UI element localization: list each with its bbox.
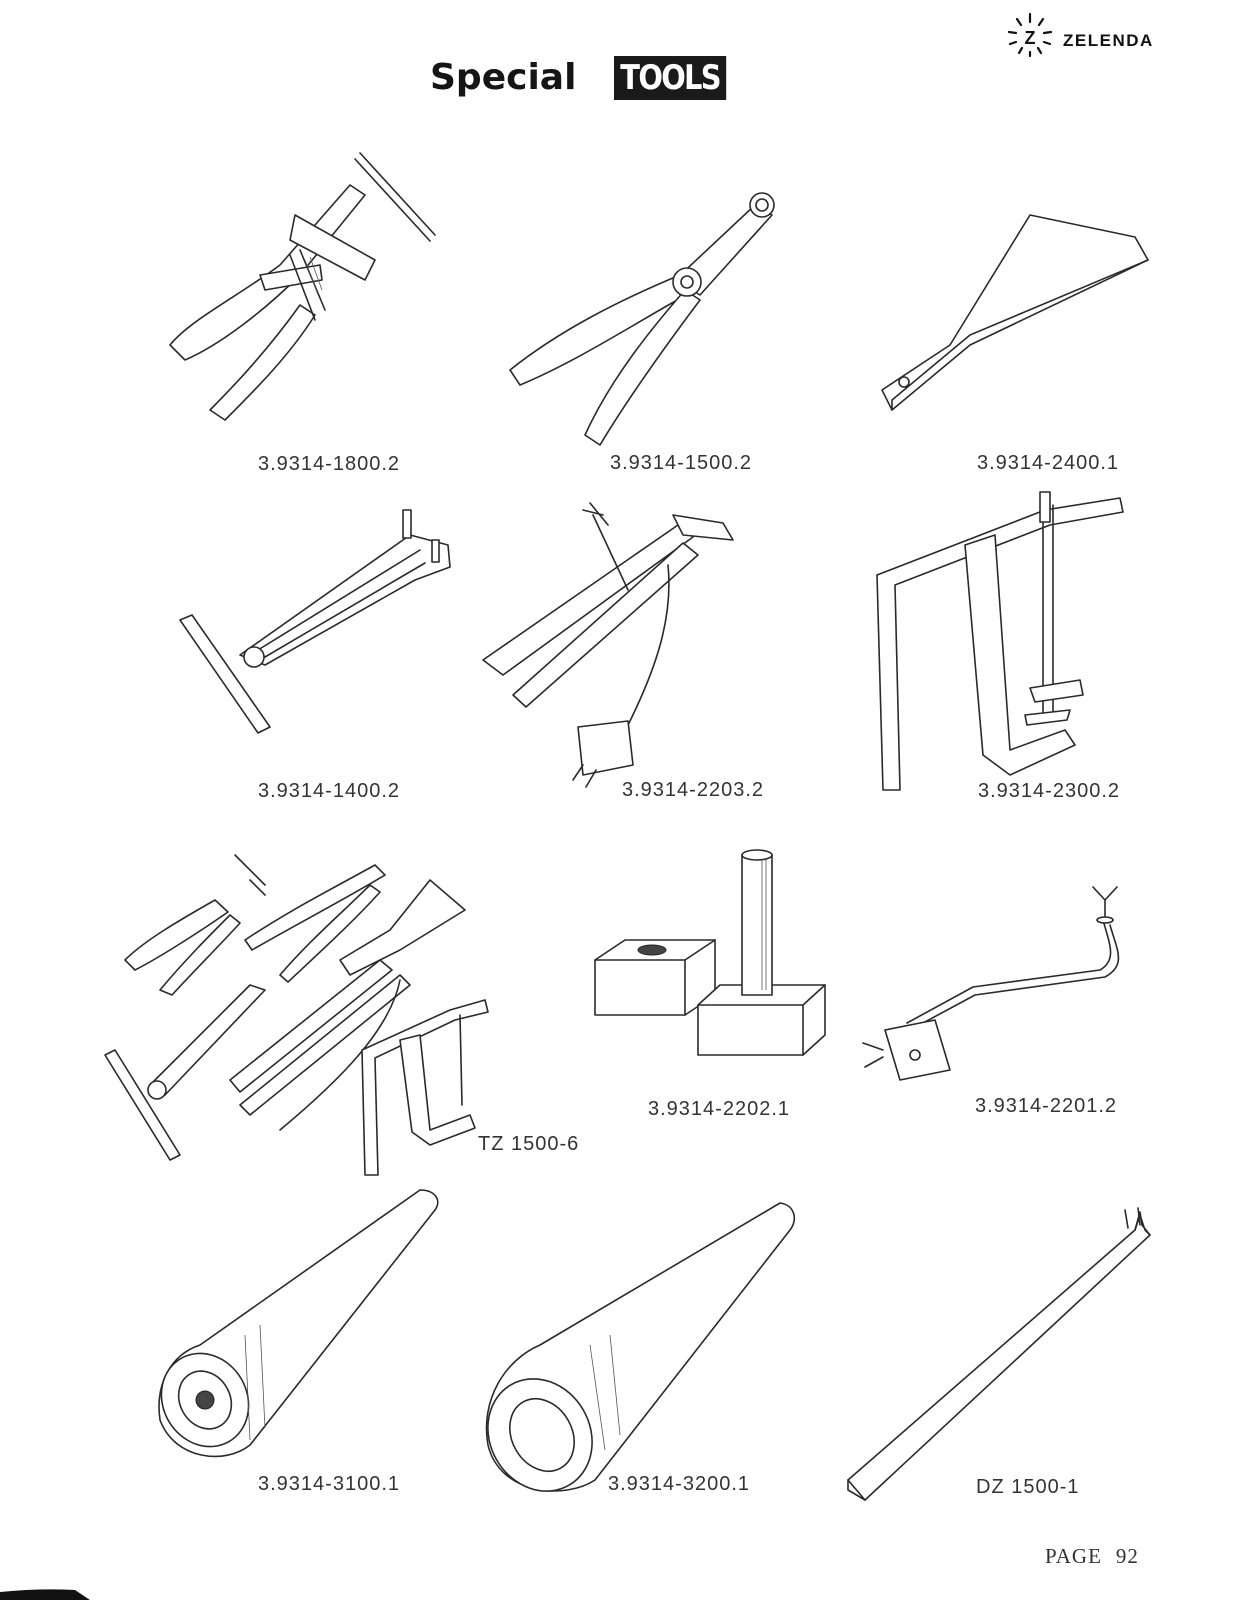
page-word: PAGE	[1045, 1544, 1102, 1568]
brand: Z ZELENDA	[1005, 10, 1205, 60]
tool-item: DZ 1500-1	[840, 1200, 1160, 1510]
tool-label: 3.9314-2300.2	[978, 780, 1121, 802]
scan-edge-mark	[0, 1589, 90, 1600]
page-number: PAGE 92	[1045, 1544, 1139, 1569]
tool-set-icon	[100, 840, 620, 1180]
page-number-value: 92	[1115, 1544, 1139, 1568]
tool-label: 3.9314-3100.1	[258, 1473, 401, 1495]
wide-tapered-sleeve-icon	[480, 1195, 800, 1495]
svg-text:Z: Z	[1025, 28, 1036, 48]
valve-spring-compressor-icon	[150, 145, 450, 425]
tool-label: TZ 1500-6	[478, 1133, 580, 1155]
flat-lever-icon	[870, 205, 1170, 475]
tool-label: 3.9314-2201.2	[975, 1095, 1118, 1117]
tool-label: 3.9314-2400.1	[977, 452, 1120, 474]
brand-name: ZELENDA	[1063, 31, 1154, 50]
c-clamp-icon	[855, 490, 1155, 800]
tool-item: TZ 1500-6	[100, 840, 620, 1180]
tool-item: 3.9314-3100.1	[150, 1185, 450, 1505]
tool-label: 3.9314-1400.2	[258, 780, 401, 802]
tool-label: 3.9314-2202.1	[648, 1098, 791, 1120]
tool-item: 3.9314-3200.1	[480, 1195, 800, 1495]
tool-label: 3.9314-2203.2	[622, 779, 765, 801]
clamp-bracket-icon	[478, 495, 778, 795]
tool-item: 3.9314-1800.2	[150, 145, 450, 475]
tool-item: 3.9314-1400.2	[170, 505, 470, 802]
tool-item: 3.9314-1500.2	[500, 180, 800, 474]
pliers-icon	[500, 180, 800, 450]
sunburst-logo-icon: Z	[1005, 10, 1055, 60]
forked-bar-icon	[840, 1200, 1160, 1510]
tool-label: 3.9314-1500.2	[610, 452, 753, 474]
tool-item: 3.9314-2300.2	[855, 490, 1155, 802]
block-and-pin-icon	[590, 845, 850, 1135]
tapered-sleeve-icon	[150, 1185, 450, 1505]
title-box: TOOLS	[614, 56, 727, 100]
tool-item: 3.9314-2202.1	[590, 845, 850, 1135]
title-word: Special	[430, 57, 577, 98]
bent-rod-clamp-icon	[855, 875, 1155, 1125]
tool-label: 3.9314-3200.1	[608, 1473, 751, 1495]
tool-label: 3.9314-1800.2	[258, 453, 401, 475]
t-handle-puller-icon	[170, 505, 470, 745]
tool-label: DZ 1500-1	[976, 1476, 1080, 1498]
tool-item: 3.9314-2400.1	[870, 205, 1170, 475]
tool-item: 3.9314-2201.2	[855, 875, 1155, 1125]
tool-item: 3.9314-2203.2	[478, 495, 778, 801]
